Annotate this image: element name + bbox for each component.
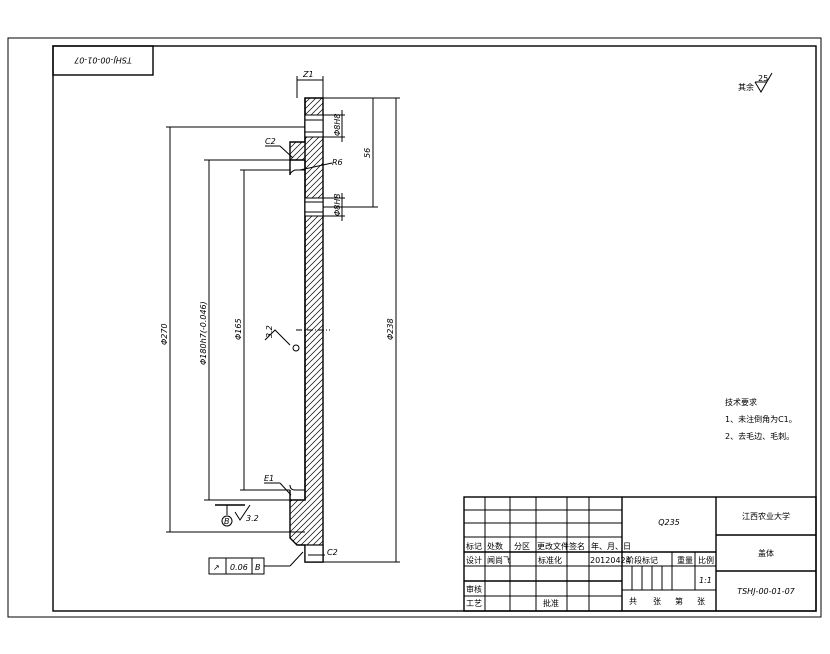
- tech-item-2: 2、去毛边、毛刺。: [725, 431, 794, 441]
- tech-requirements: 技术要求 1、未注倒角为C1。 2、去毛边、毛刺。: [725, 397, 797, 441]
- dimension-lines: Z1 Φ8H8 56 R6 Φ8H8 Φ270 Φ180h7(-0.046): [160, 70, 400, 563]
- hdr-stage-mark: 阶段标记: [626, 555, 658, 565]
- hdr-date: 年、月、日: [591, 541, 631, 551]
- rotated-number-box: TSHJ-00-01-07: [52, 45, 154, 76]
- row-design-date: 20120424: [590, 556, 631, 565]
- hdr-scale: 比例: [698, 555, 714, 565]
- dim-d238: Φ238: [386, 318, 395, 340]
- tolerance-value: 0.06: [230, 563, 248, 572]
- dim-d270: Φ270: [160, 323, 169, 345]
- outer-border: [7, 37, 822, 618]
- dim-bore1: Φ8H8: [333, 114, 342, 137]
- dim-d165: Φ165: [234, 318, 243, 340]
- dim-z1: Z1: [302, 70, 314, 79]
- title-block: Q235 江西农业大学 盖体 TSHJ-00-01-07 标记 处数 分区 更改…: [463, 496, 817, 612]
- tech-item-1: 1、未注倒角为C1。: [725, 414, 797, 424]
- footer-sheets: 张: [653, 597, 661, 606]
- rotated-drawing-number: TSHJ-00-01-07: [73, 56, 131, 65]
- dim-bore2: Φ8H8: [333, 194, 342, 217]
- drawing-number: TSHJ-00-01-07: [737, 587, 795, 596]
- chamfer-c2-bottom: C2: [327, 548, 338, 557]
- dim-56: 56: [363, 148, 372, 158]
- row-standardize: 标准化: [538, 555, 562, 565]
- scale-value: 1:1: [699, 576, 712, 585]
- dim-r6: R6: [332, 158, 343, 167]
- tech-title: 技术要求: [725, 397, 757, 407]
- hdr-count: 处数: [487, 541, 503, 551]
- row-process: 工艺: [466, 599, 482, 608]
- hdr-change-doc: 更改文件: [537, 541, 569, 551]
- material: Q235: [658, 518, 680, 527]
- hdr-mark: 标记: [466, 541, 482, 551]
- hdr-signature: 签名: [569, 541, 585, 551]
- tolerance-symbol: ↗: [213, 563, 220, 572]
- chamfer-c2-top: C2: [265, 137, 276, 146]
- tolerance-datum: B: [255, 563, 261, 572]
- surface-roughness-symbol: 其余 25: [738, 72, 773, 93]
- organization: 江西农业大学: [742, 511, 790, 521]
- footer-sheet: 张: [697, 597, 705, 606]
- surface-label: 其余: [738, 82, 754, 92]
- datum-b: B: [224, 517, 230, 526]
- hdr-weight: 重量: [677, 555, 693, 565]
- footer-num: 第: [675, 596, 683, 606]
- row-designer: 闻尚飞: [487, 555, 511, 565]
- part-section: [289, 97, 330, 563]
- row-approve: 批准: [543, 598, 559, 608]
- row-design: 设计: [466, 555, 482, 565]
- surface-value: 25: [758, 74, 768, 83]
- rough-datum: 3.2: [246, 514, 259, 523]
- hdr-zone: 分区: [514, 542, 530, 551]
- part-name: 盖体: [758, 548, 774, 558]
- rough-center: 3.2: [265, 325, 274, 338]
- row-review: 审核: [466, 584, 482, 594]
- tolerance-frame: ↗ 0.06 B: [208, 551, 304, 575]
- chamfer-e1-bottom: E1: [264, 474, 274, 483]
- dim-d180: Φ180h7(-0.046): [199, 301, 208, 365]
- inner-border: [52, 45, 817, 612]
- footer-total: 共: [629, 597, 637, 606]
